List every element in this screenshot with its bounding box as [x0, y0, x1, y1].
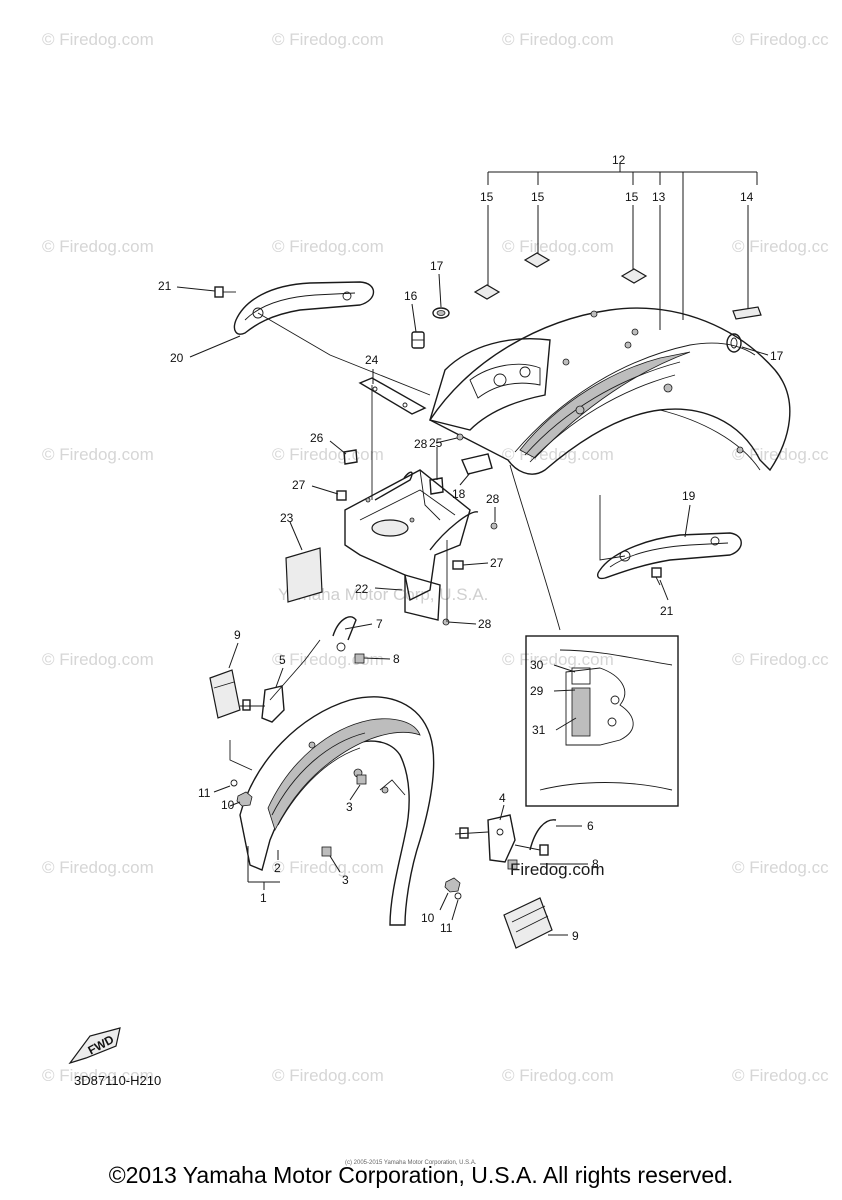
firedog-watermark: Firedog.com [510, 860, 605, 879]
callout-20: 20 [170, 351, 184, 365]
callout-24: 24 [365, 353, 379, 367]
callout-17: 17 [430, 259, 444, 273]
watermark: © Firedog.com [272, 1066, 384, 1085]
callout-1: 1 [260, 891, 267, 905]
callout-numbers: 12 15 15 15 13 14 17 17 16 21 20 24 28 2… [158, 153, 784, 943]
copyright-notice: ©2013 Yamaha Motor Corporation, U.S.A. A… [108, 1162, 734, 1188]
callout-11: 11 [440, 921, 453, 935]
callout-25: 25 [429, 436, 443, 450]
watermark: © Firedog.com [42, 858, 154, 877]
callout-31: 31 [532, 723, 546, 737]
reflectors [209, 669, 553, 949]
callout-7: 7 [376, 617, 383, 631]
callout-15: 15 [480, 190, 494, 204]
callout-26: 26 [310, 431, 324, 445]
watermark: © Firedog.com [502, 1066, 614, 1085]
watermark: © Firedog.com [502, 650, 614, 669]
callout-16: 16 [404, 289, 418, 303]
reflector-bracket-front [454, 814, 549, 863]
watermark: © Firedog.com [42, 650, 154, 669]
grommet [432, 307, 742, 353]
plate [358, 377, 427, 415]
callout-9: 9 [572, 929, 579, 943]
callout-9: 9 [234, 628, 241, 642]
callout-5: 5 [279, 653, 286, 667]
callout-8: 8 [592, 857, 599, 871]
front-fender [239, 696, 435, 926]
callout-17: 17 [770, 349, 784, 363]
watermark: © Firedog.com [272, 30, 384, 49]
callout-4: 4 [499, 791, 506, 805]
plate-reflector [285, 547, 323, 603]
watermark: © Firedog.com [42, 237, 154, 256]
callout-23: 23 [280, 511, 294, 525]
reflector-bracket-left [240, 685, 285, 723]
leader-lines [176, 164, 769, 936]
watermark: © Firedog.com [272, 858, 384, 877]
callout-27: 27 [292, 478, 306, 492]
callout-12: 12 [612, 153, 626, 167]
wire-clips [332, 616, 557, 851]
callout-22: 22 [355, 582, 369, 596]
callout-28: 28 [486, 492, 500, 506]
fasteners [230, 653, 518, 900]
callout-6: 6 [587, 819, 594, 833]
callout-15: 15 [531, 190, 545, 204]
watermark: © Firedog.cc [732, 858, 829, 877]
watermark: © Firedog.cc [732, 445, 829, 464]
clip [411, 331, 425, 349]
callout-14: 14 [740, 190, 754, 204]
diagram-code: 3D87110-H210 [74, 1073, 162, 1088]
callout-28: 28 [478, 617, 492, 631]
watermark: © Firedog.cc [732, 650, 829, 669]
callout-3: 3 [342, 873, 349, 887]
watermark: © Firedog.com [42, 30, 154, 49]
callout-21: 21 [660, 604, 674, 618]
callout-11: 11 [198, 786, 211, 800]
callout-3: 3 [346, 800, 353, 814]
callout-15: 15 [625, 190, 639, 204]
side-cover-left [214, 281, 375, 335]
watermark: © Firedog.com [42, 1066, 154, 1085]
callout-10: 10 [421, 911, 435, 925]
watermark: © Firedog.com [502, 237, 614, 256]
decal-labels [473, 252, 762, 320]
callout-28: 28 [414, 437, 428, 451]
fwd-arrow-icon: FWD [68, 1027, 121, 1065]
callout-18: 18 [452, 487, 466, 501]
license-bracket [344, 469, 479, 621]
screws [442, 522, 498, 626]
watermark: © Firedog.com [502, 30, 614, 49]
side-cover-right [597, 532, 742, 586]
tiny-note: (c) 2005-2015 Yamaha Motor Corporation, … [345, 1160, 477, 1166]
callout-2: 2 [274, 861, 281, 875]
callout-8: 8 [393, 652, 400, 666]
watermark: © Firedog.com [272, 237, 384, 256]
source-watermark: Yamaha Motor Corp, U.S.A. [278, 585, 489, 604]
callout-13: 13 [652, 190, 666, 204]
watermark: © Firedog.com [42, 445, 154, 464]
watermark: © Firedog.cc [732, 30, 829, 49]
callout-27: 27 [490, 556, 504, 570]
callout-19: 19 [682, 489, 696, 503]
pad [461, 453, 493, 475]
callout-29: 29 [530, 684, 544, 698]
callout-10: 10 [221, 798, 235, 812]
watermark: © Firedog.cc [732, 237, 829, 256]
rear-fender [428, 307, 791, 631]
callout-21: 21 [158, 279, 172, 293]
inset-detail [525, 635, 679, 807]
watermark: © Firedog.cc [732, 1066, 829, 1085]
callout-30: 30 [530, 658, 544, 672]
